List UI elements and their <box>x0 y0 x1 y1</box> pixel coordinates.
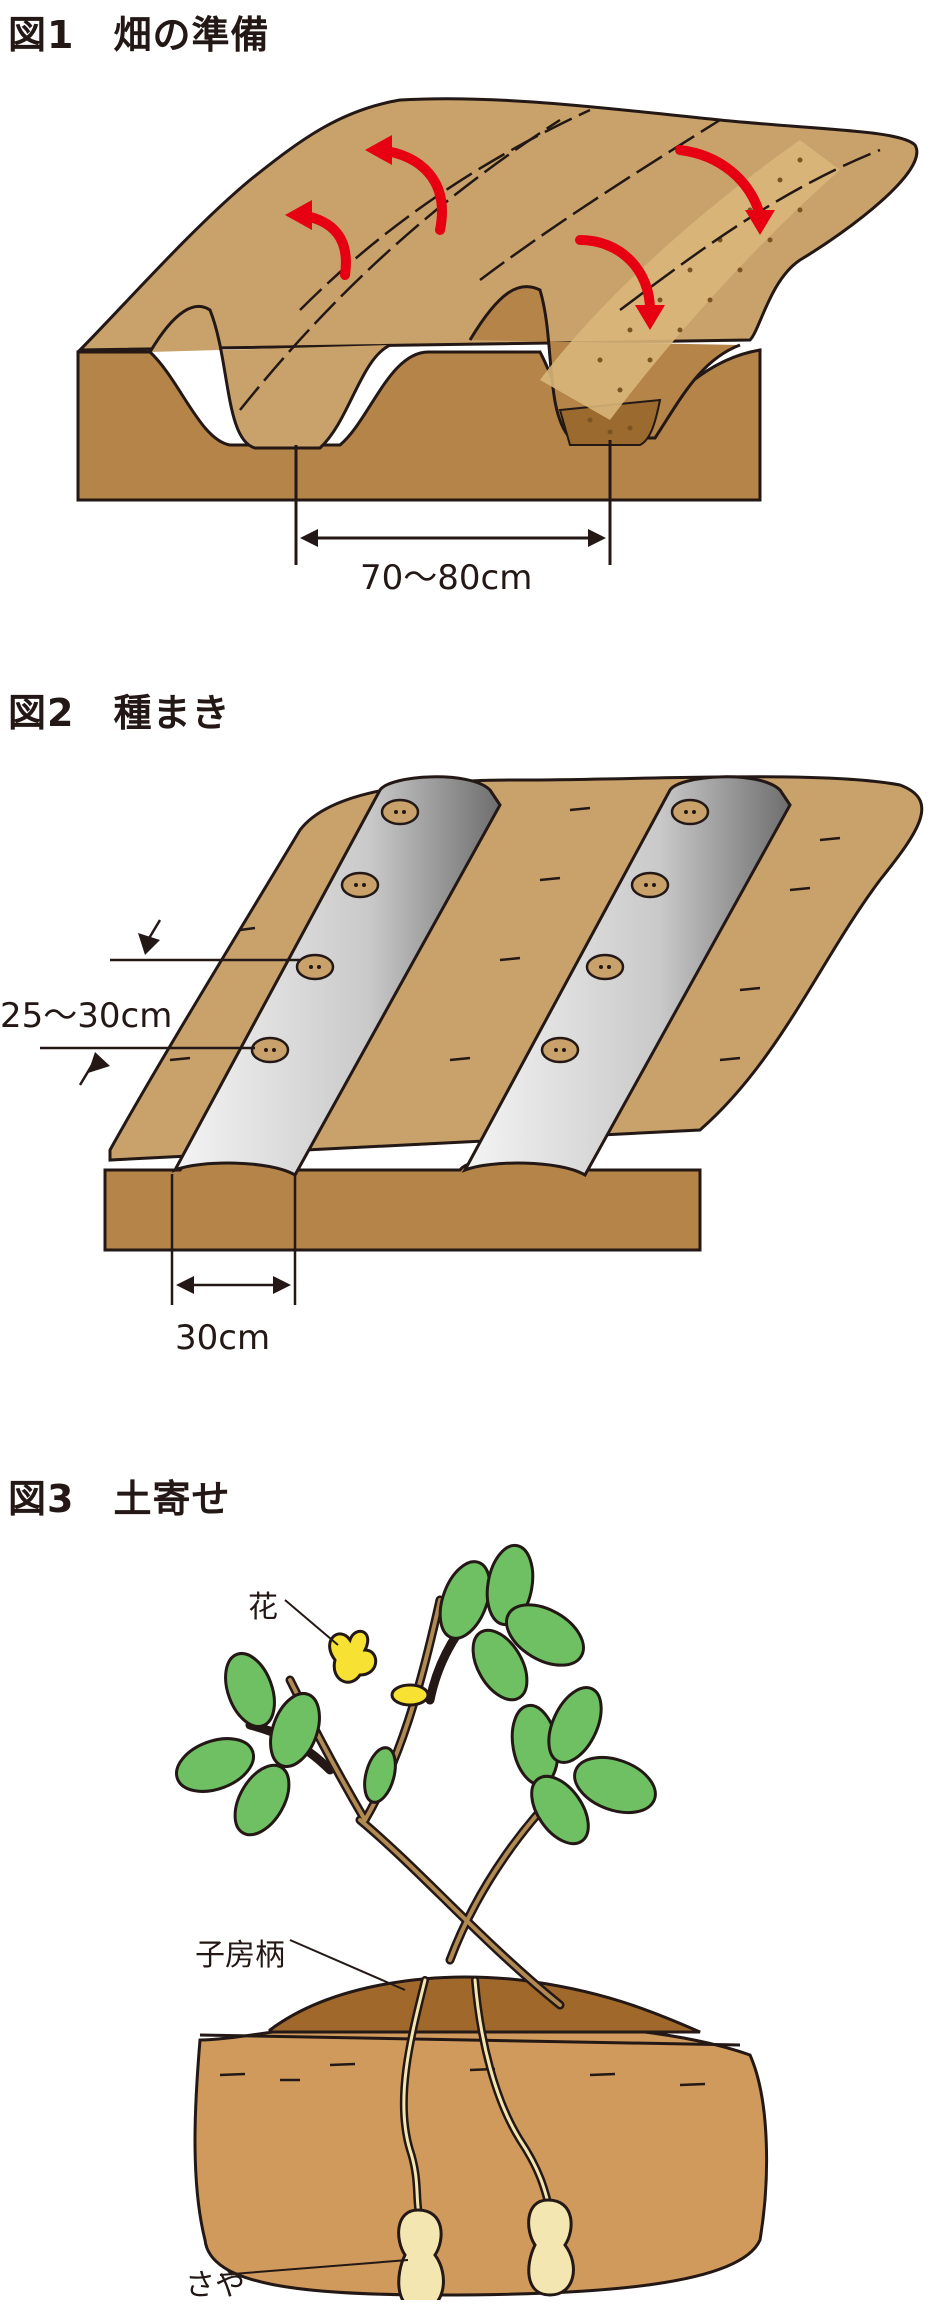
trench-left <box>148 304 391 450</box>
soil-mound <box>268 1975 701 2034</box>
figure1-title: 図1 畑の準備 <box>8 13 270 57</box>
sowing-diagram <box>40 775 924 1305</box>
trench-right-fill <box>558 398 662 446</box>
field-preparation-diagram <box>76 97 919 565</box>
arrow-2 <box>375 145 447 235</box>
flower-label: 花 <box>248 1590 278 1625</box>
figure2-title: 図2 種まき <box>8 691 231 735</box>
ovary-stalk-label: 子房柄 <box>195 1938 285 1973</box>
seed-spacing-label: 25〜30cm <box>0 996 173 1036</box>
soil-body <box>193 2018 769 2297</box>
soil-front-face <box>103 1157 702 1252</box>
earthing-up-diagram <box>175 1543 769 2300</box>
mulch-strip-1 <box>171 775 502 1178</box>
figure3-title: 図3 土寄せ <box>8 1477 231 1521</box>
row-width-label: 30cm <box>175 1318 271 1358</box>
peanut-pods <box>397 2198 575 2300</box>
arrow-3 <box>575 235 655 315</box>
arrow-4 <box>675 145 765 220</box>
pod-label: さや <box>185 2268 245 2303</box>
mulch-strip-2 <box>461 775 792 1178</box>
row-spacing-label: 70〜80cm <box>360 558 533 598</box>
flower-icon <box>328 1629 430 1707</box>
